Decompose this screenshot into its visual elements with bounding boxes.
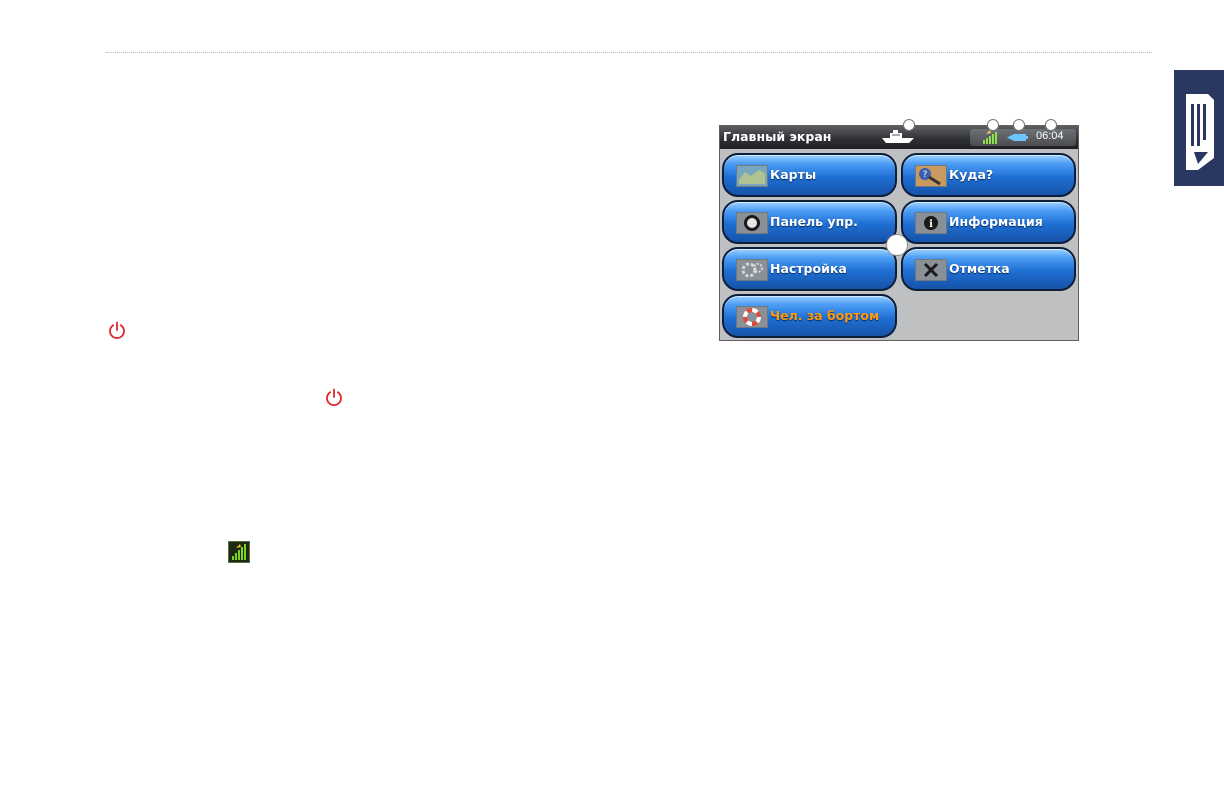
charts-icon — [736, 165, 768, 187]
battery-icon — [1007, 134, 1028, 141]
boat-icon — [882, 130, 914, 143]
instrument-panel-button[interactable]: Панель упр. — [722, 200, 897, 244]
callout-marker — [886, 234, 908, 256]
clock-time: 06:04 — [1036, 130, 1064, 142]
satellite-signal-icon — [228, 541, 250, 563]
charts-label: Карты — [770, 167, 817, 182]
where-to-icon: ? — [915, 165, 947, 187]
callout-marker — [1045, 119, 1057, 131]
screen-title: Главный экран — [723, 129, 832, 144]
man-overboard-button[interactable]: Чел. за бортом — [722, 294, 897, 338]
mark-button[interactable]: Отметка — [901, 247, 1076, 291]
title-bar: Главный экран — [720, 126, 1078, 149]
where-to-label: Куда? — [949, 167, 994, 182]
status-area: 06:04 — [970, 129, 1076, 146]
quick-start-icon — [1186, 94, 1214, 170]
information-button[interactable]: i Информация — [901, 200, 1076, 244]
man-overboard-icon — [736, 306, 768, 328]
charts-button[interactable]: Карты — [722, 153, 897, 197]
device-screen: Главный экран — [719, 125, 1079, 341]
callout-marker — [987, 119, 999, 131]
where-to-button[interactable]: ? Куда? — [901, 153, 1076, 197]
section-tab — [1174, 70, 1224, 186]
settings-label: Настройка — [770, 261, 847, 276]
svg-text:?: ? — [923, 170, 928, 180]
callout-marker — [903, 119, 915, 131]
man-overboard-label: Чел. за бортом — [770, 308, 880, 323]
satellite-signal-icon — [983, 130, 997, 144]
header-divider — [106, 52, 1152, 53]
information-icon: i — [915, 212, 947, 234]
power-icon — [326, 388, 342, 406]
instrument-panel-label: Панель упр. — [770, 214, 858, 229]
settings-icon — [736, 259, 768, 281]
mark-icon — [915, 259, 947, 281]
information-label: Информация — [949, 214, 1043, 229]
svg-text:i: i — [929, 219, 933, 230]
callout-marker — [1013, 119, 1025, 131]
power-icon — [109, 321, 125, 339]
instrument-panel-icon — [736, 212, 768, 234]
settings-button[interactable]: Настройка — [722, 247, 897, 291]
mark-label: Отметка — [949, 261, 1010, 276]
